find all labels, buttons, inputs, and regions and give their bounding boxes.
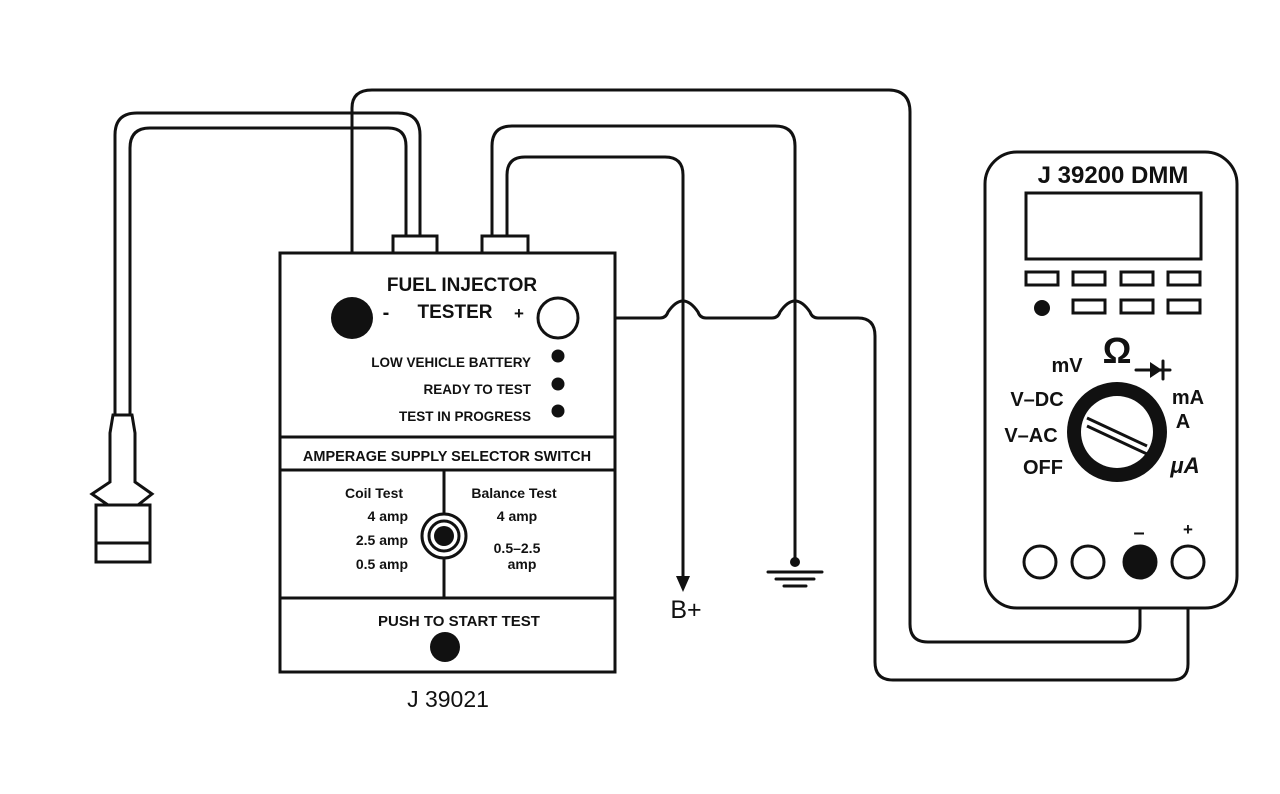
dial-label-vdc: V–DC: [1010, 389, 1063, 411]
dial-label-ohm: Ω: [1103, 330, 1132, 371]
dial-label-ua: μA: [1169, 453, 1199, 478]
dmm-button[interactable]: [1071, 298, 1107, 315]
led-label-ready: READY TO TEST: [423, 382, 531, 397]
dmm-indicator-dot: [1034, 300, 1050, 316]
battery-label: B+: [670, 596, 701, 624]
dmm-positive-jack[interactable]: [1170, 544, 1206, 580]
tester-title: FUEL INJECTOR: [387, 275, 538, 296]
balance-value-unit: amp: [508, 556, 537, 572]
led-low-battery: [551, 349, 565, 363]
coil-test-header: Coil Test: [345, 485, 403, 501]
tester-minus-sign: -: [383, 302, 390, 324]
tester-positive-jack[interactable]: [536, 296, 580, 340]
injector-harness-wire-outer: [113, 111, 422, 417]
dial-label-off: OFF: [1023, 457, 1063, 479]
dial-label-ma: mA: [1172, 387, 1204, 409]
balance-test-header: Balance Test: [471, 485, 557, 501]
coil-value-2-5: 2.5 amp: [356, 532, 408, 548]
balance-value-4: 4 amp: [497, 508, 537, 524]
diode-icon: [1134, 359, 1172, 381]
dmm-rotary-dial[interactable]: [1067, 382, 1167, 482]
dmm-negative-jack[interactable]: [1122, 544, 1158, 580]
dmm-button[interactable]: [1071, 270, 1107, 287]
tester-negative-jack[interactable]: [331, 297, 373, 339]
battery-lead-wire-inner: [505, 155, 685, 582]
dial-label-mv: mV: [1051, 355, 1083, 377]
battery-arrow: [676, 576, 690, 592]
dmm-button[interactable]: [1119, 270, 1155, 287]
led-in-progress: [551, 404, 565, 418]
led-label-in-progress: TEST IN PROGRESS: [399, 409, 531, 424]
dmm-body: [983, 150, 1239, 610]
dmm-jack[interactable]: [1022, 544, 1058, 580]
ground-symbol: [766, 557, 824, 588]
tester-battery-port: [480, 234, 530, 256]
led-ready: [551, 377, 565, 391]
dial-label-a: A: [1176, 411, 1190, 433]
tester-harness-port: [391, 234, 439, 256]
dmm-plus-label: +: [1183, 520, 1193, 539]
injector-harness-wire-inner: [128, 126, 408, 417]
balance-value-range: 0.5–2.5: [494, 540, 541, 556]
selector-title: AMPERAGE SUPPLY SELECTOR SWITCH: [303, 449, 591, 465]
dmm-title: J 39200 DMM: [1038, 162, 1189, 189]
dmm-button[interactable]: [1024, 270, 1060, 287]
tester-model-label: J 39021: [407, 686, 489, 712]
dmm-button[interactable]: [1166, 298, 1202, 315]
fuel-injector-tester: FUEL INJECTOR TESTER - + LOW VEHICLE BAT…: [278, 234, 617, 712]
dmm-button[interactable]: [1119, 298, 1155, 315]
led-label-low-battery: LOW VEHICLE BATTERY: [371, 355, 531, 370]
coil-value-4: 4 amp: [368, 508, 408, 524]
dmm-jack[interactable]: [1070, 544, 1106, 580]
coil-value-0-5: 0.5 amp: [356, 556, 408, 572]
dmm-display: [1024, 191, 1203, 261]
dmm-negative-lead: [350, 88, 1142, 644]
push-to-start-button[interactable]: [430, 632, 460, 662]
injector-connector: [89, 413, 155, 564]
push-to-start-label: PUSH TO START TEST: [378, 613, 540, 630]
dmm-button[interactable]: [1166, 270, 1202, 287]
dmm-minus-label: –: [1133, 522, 1144, 544]
battery-lead-wire-outer: [490, 124, 797, 562]
tester-title-2: TESTER: [418, 302, 493, 323]
amperage-selector-knob[interactable]: [420, 512, 468, 560]
tester-plus-sign: +: [514, 304, 524, 323]
digital-multimeter: J 39200 DMM mV Ω V–DC V–AC OFF mA A μA –…: [983, 150, 1239, 610]
dmm-positive-lead: [578, 299, 1190, 682]
dial-label-vac: V–AC: [1004, 425, 1057, 447]
